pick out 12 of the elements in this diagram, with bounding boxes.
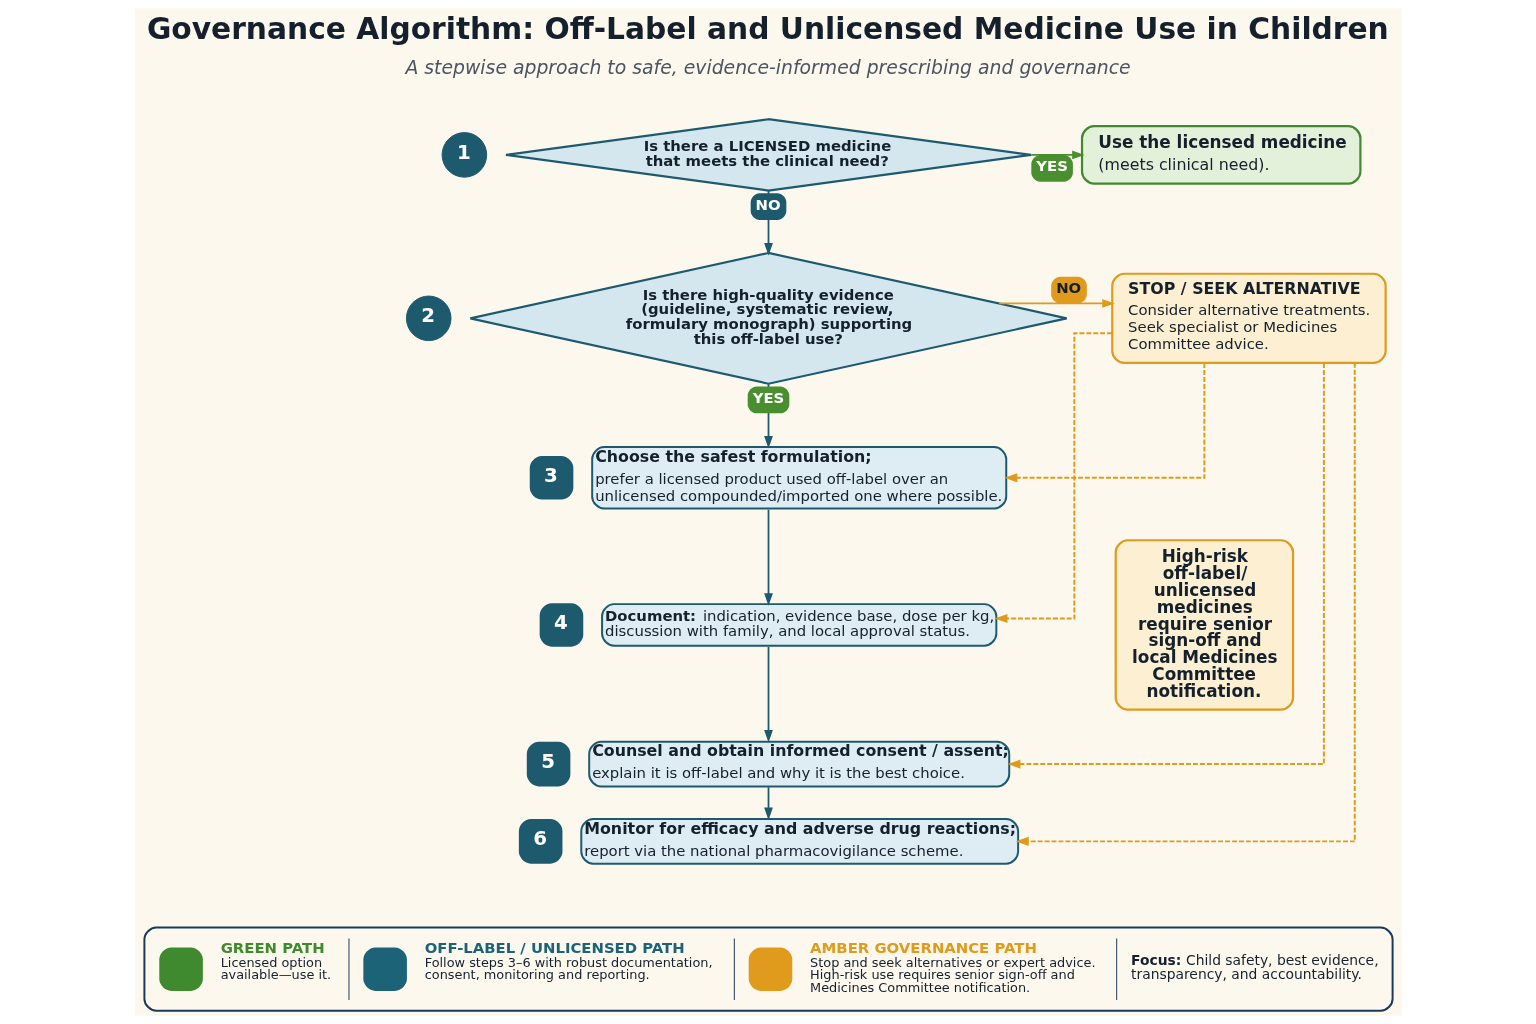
node-label: 1 [456, 140, 471, 164]
node-label: 6 [532, 826, 547, 850]
label: Focus: Child safety, best evidence, transparency, and accountability. [1130, 952, 1379, 983]
edge-label: YES [752, 388, 784, 407]
node-label: 4 [553, 610, 568, 634]
label: A stepwise approach to safe, evidence-informed prescribing and governance [404, 57, 1131, 79]
edge-label: NO [755, 195, 781, 214]
node-label: 5 [540, 749, 555, 773]
diagram-title: Governance Algorithm: Off-Label and Unlicensed Medicine Use in Children [146, 10, 1389, 46]
node-label: 2 [420, 304, 435, 328]
node-label: 3 [543, 463, 558, 487]
edge-label: YES [1035, 157, 1068, 176]
